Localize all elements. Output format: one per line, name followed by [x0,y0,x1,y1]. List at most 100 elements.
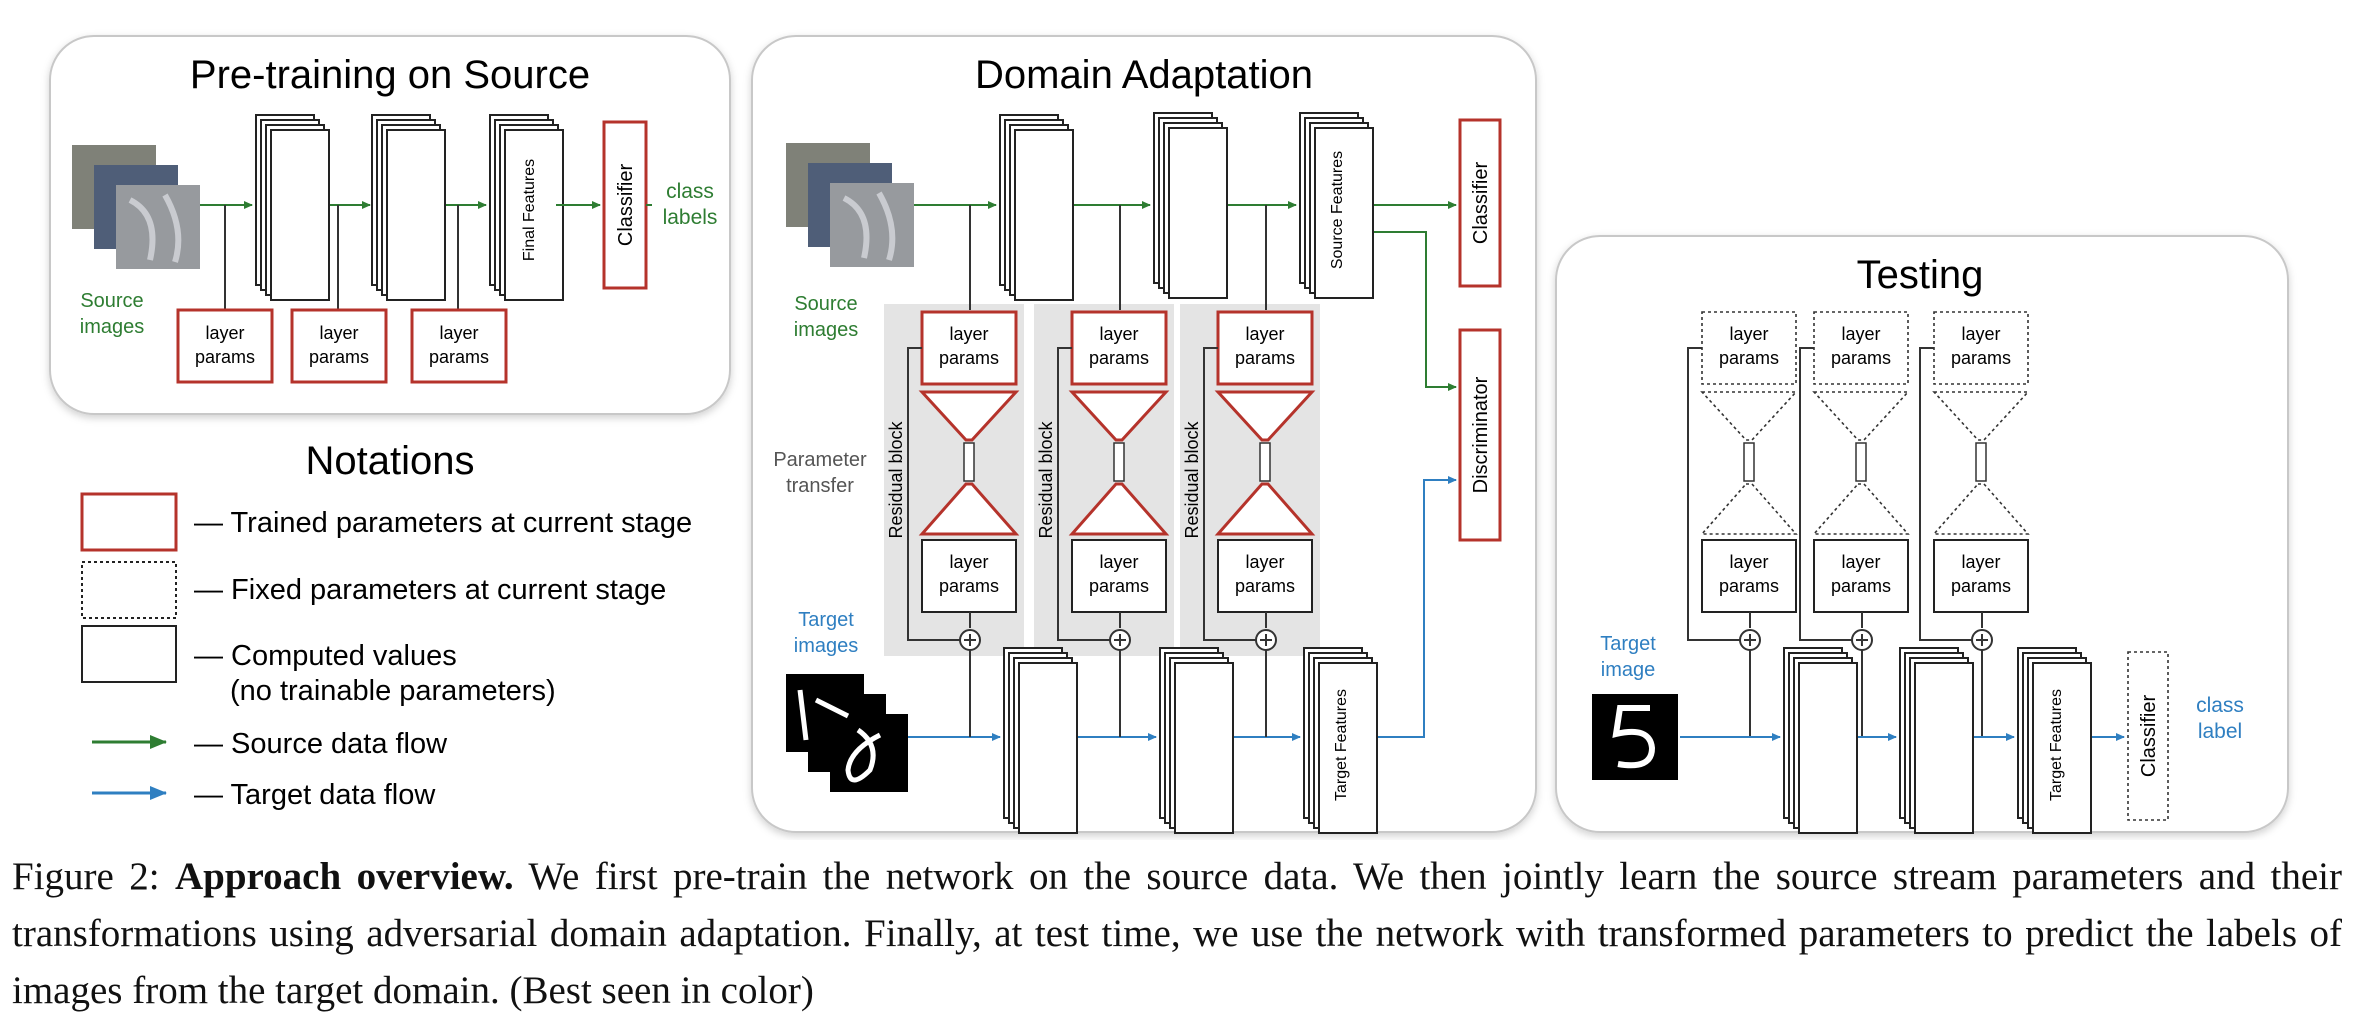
class-label-text: class [2196,694,2244,717]
classifier-label: Classifier [2138,695,2160,778]
target-features-stack [1303,647,1378,834]
discriminator-label: Discriminator [1470,376,1492,493]
target-image-label: image [1601,659,1655,681]
target-image-thumbnail [1592,694,1678,780]
layer-params-label: layer [949,552,988,572]
parameter-transfer-label: Parameter [773,449,867,471]
testing-title: Testing [1857,253,1984,297]
param-connectors [969,205,1267,310]
layer-params-label: layer [949,324,988,344]
residual-block-label: Residual block [1036,420,1056,538]
layer-params-label: params [1951,576,2011,596]
notation-target-flow: — Target data flow [194,779,436,811]
target-features-label: Target Features [1333,689,1350,801]
caption-bold: Approach overview. [175,855,514,898]
class-labels-text: class [666,180,714,203]
target-image-label: Target [1600,633,1656,655]
source-images-thumbnails [72,145,200,269]
layer-params-label: layer [1729,324,1768,344]
layer-params-label: params [195,347,255,367]
figure-caption: Figure 2: Approach overview. We first pr… [12,848,2342,1019]
adaptation-title: Domain Adaptation [975,53,1313,97]
notation-fixed: — Fixed parameters at current stage [194,574,666,606]
residual-block [1057,310,1170,651]
layer-params-label: layer [1729,552,1768,572]
class-labels-text: labels [663,206,718,229]
target-feature-stack [1159,647,1234,834]
test-target-features-stack [2017,647,2092,834]
target-data-flow [908,476,1457,741]
layer-params-label: layer [1961,552,2000,572]
notations-title: Notations [306,439,475,483]
layer-params-label: layer [1099,552,1138,572]
layer-params-label: params [1235,576,1295,596]
residual-block [1203,310,1316,651]
residual-block-label: Residual block [1182,420,1202,538]
source-images-label: Source [794,293,857,315]
layer-params-label: params [1719,576,1779,596]
notation-source-flow: — Source data flow [194,728,448,760]
test-feature-stack [1899,647,1974,834]
layer-params-label: layer [1961,324,2000,344]
caption-prefix: Figure 2: [12,855,175,898]
fixed-residual-block [1687,311,1798,737]
layer-params-label: layer [439,323,478,343]
target-feature-stack [1003,647,1078,834]
feature-stack [255,114,330,301]
source-images-label: images [794,319,858,341]
layer-params-label: layer [1841,324,1880,344]
residual-block-label: Residual block [886,420,906,538]
layer-params-label: params [1831,348,1891,368]
target-images-thumbnails [786,674,908,792]
source-images-thumbnails [786,143,914,267]
computed-swatch [81,625,177,683]
trained-swatch [80,492,178,552]
final-features-stack [489,114,564,301]
fixed-swatch [81,561,177,619]
classifier-label: Classifier [1470,162,1492,245]
source-images-label: images [80,316,144,338]
trained-layer-params [176,308,508,384]
approach-overview-figure: Pre-training on Source Source images Fin… [49,35,2289,834]
test-feature-stack [1783,647,1858,834]
feature-stack [371,114,446,301]
layer-params-label: params [939,348,999,368]
discriminator-box [1458,328,1502,542]
pretraining-title: Pre-training on Source [190,53,590,97]
classifier-box [602,120,648,290]
parameter-transfer-label: transfer [786,475,854,497]
param-connectors [224,205,459,310]
layer-params-label: params [1235,348,1295,368]
layer-params-label: layer [205,323,244,343]
notation-computed: — Computed values [194,640,457,672]
layer-params-label: params [1951,348,2011,368]
residual-block [907,310,1020,651]
layer-params-label: params [309,347,369,367]
source-images-label: Source [80,290,143,312]
caption-text: We first pre-train the network on the so… [12,855,2342,1012]
source-features-stack [1299,112,1374,299]
layer-params-label: params [429,347,489,367]
layer-params-label: layer [1841,552,1880,572]
classifier-label: Classifier [615,164,637,247]
layer-params-label: params [1089,576,1149,596]
layer-params-label: params [1831,576,1891,596]
source-features-label: Source Features [1329,151,1346,269]
layer-params-label: params [1719,348,1779,368]
layer-params-label: params [939,576,999,596]
layer-params-label: layer [1245,552,1284,572]
class-label-text: label [2198,720,2242,743]
notation-computed-note: (no trainable parameters) [230,675,556,707]
fixed-residual-block [1799,311,1910,737]
layer-params-label: layer [1099,324,1138,344]
layer-params-label: params [1089,348,1149,368]
residual-add-connectors [969,650,1267,737]
source-data-flow [914,201,1457,391]
fixed-classifier-box [2127,651,2169,821]
notation-trained: — Trained parameters at current stage [194,507,692,539]
target-images-label: images [794,635,858,657]
fixed-residual-block [1919,311,2030,737]
final-features-label: Final Features [521,159,538,261]
layer-params-label: layer [1245,324,1284,344]
source-feature-stack [999,114,1074,301]
